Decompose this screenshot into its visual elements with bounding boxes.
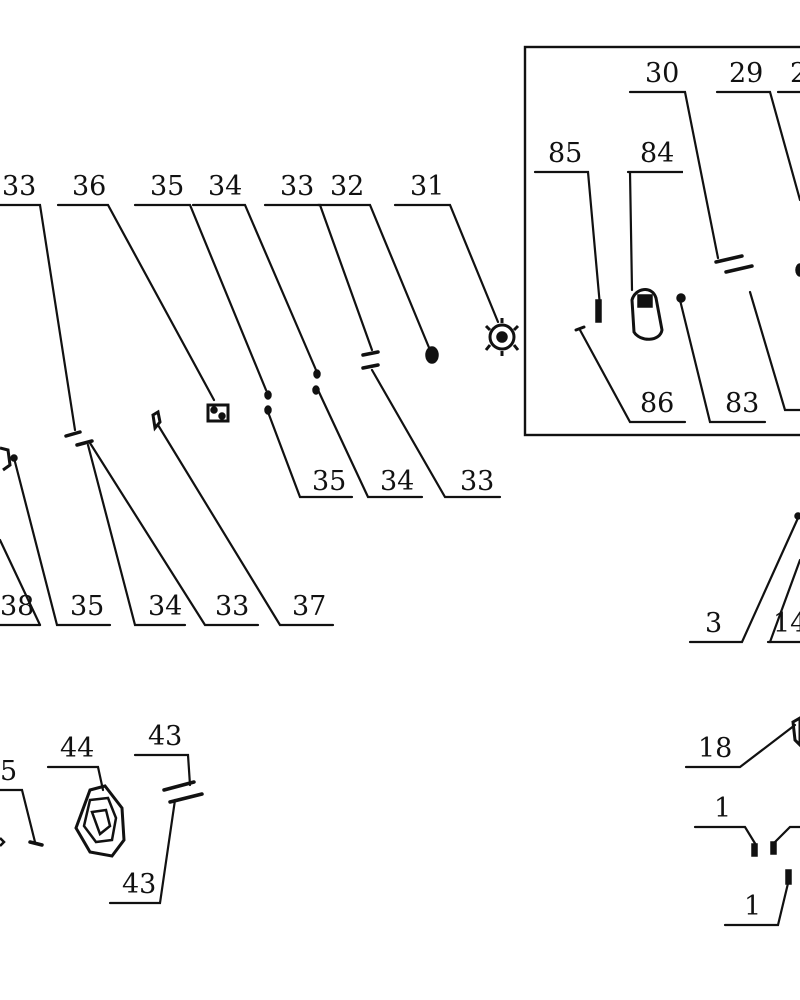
part-37-screw [151,409,162,432]
callout-43-top: 43 [133,721,192,787]
callout-34-bottom: 34 [86,443,187,627]
svg-text:84: 84 [640,138,674,169]
svg-text:3: 3 [705,608,722,639]
part-31-gear [484,318,520,356]
callout-29: 29 [715,58,800,202]
part-86-pin [574,325,586,332]
part-36-block [206,403,230,423]
svg-text:43: 43 [122,869,156,900]
callout-85: 85 [533,138,602,308]
callout-34-top: 34 [191,171,318,372]
svg-text:35: 35 [70,591,104,622]
part-44-mount [74,784,126,858]
part-30-washers [714,254,754,274]
svg-text:33: 33 [215,591,249,622]
callout-33-mid: 33 [370,368,502,499]
callout-43-bottom: 43 [108,798,177,905]
callout-1-bottom: 1 [723,873,792,927]
svg-text:31: 31 [410,171,444,202]
callout-33-top-left: 33 [0,171,77,432]
callout-30: 30 [628,58,720,260]
callout-inset-right [748,290,800,412]
part-32-nut [425,346,439,364]
svg-text:14: 14 [773,608,800,639]
svg-text:34: 34 [208,171,242,202]
callout-1-top: 1 [693,793,800,847]
svg-text:35: 35 [150,171,184,202]
svg-text:34: 34 [148,591,182,622]
callout-37: 37 [156,423,335,627]
callout-33-bottom: 33 [88,441,260,627]
part-3-pin [794,512,800,520]
svg-text:44: 44 [60,733,94,764]
svg-text:5: 5 [0,756,17,787]
callout-36: 36 [56,171,216,402]
part-1-pins [751,841,792,885]
svg-text:18: 18 [698,733,732,764]
part-34-pin [312,369,321,395]
svg-text:36: 36 [72,171,106,202]
svg-text:30: 30 [645,58,679,89]
svg-text:1: 1 [744,891,761,922]
svg-text:32: 32 [330,171,364,202]
callout-35-bottom: 35 [12,456,112,627]
callout-44: 44 [46,733,105,792]
part-18-assembly [791,716,800,748]
part-83-nut [676,293,686,303]
svg-text:85: 85 [548,138,582,169]
svg-text:34: 34 [380,466,414,497]
part-85-bolt [595,299,602,323]
part-84-bracket [630,288,664,341]
svg-text:86: 86 [640,388,674,419]
callout-35-mid: 35 [266,410,354,499]
callout-18: 18 [684,723,797,769]
part-35-pin [264,390,272,415]
svg-text:43: 43 [148,721,182,752]
callout-84: 84 [626,138,683,292]
callout-5: 5 [0,756,37,844]
svg-text:33: 33 [280,171,314,202]
part-33-washers-top [361,350,380,370]
inset-frame [523,45,800,437]
svg-text:1: 1 [714,793,731,824]
svg-text:2: 2 [790,58,800,89]
callout-14: 14 [766,558,800,644]
svg-text:33: 33 [460,466,494,497]
part-43-washers [162,780,204,804]
part-38-bracket [0,446,18,472]
svg-text:33: 33 [2,171,36,202]
callout-2x: 2 [776,58,800,94]
part-33-washers-left [64,430,94,447]
callout-86: 86 [578,328,687,424]
svg-text:29: 29 [729,58,763,89]
callout-3: 3 [688,516,800,644]
svg-text:38: 38 [0,591,34,622]
svg-text:83: 83 [725,388,759,419]
callout-38: 38 [0,538,42,627]
svg-text:37: 37 [292,591,326,622]
callout-83: 83 [678,298,767,424]
callout-34-mid: 34 [316,388,424,499]
callout-35-top: 35 [133,171,268,392]
part-29-edge [795,263,800,277]
part-5-pin [0,837,44,847]
callout-32: 32 [316,171,432,352]
callout-31: 31 [393,171,500,324]
svg-text:35: 35 [312,466,346,497]
